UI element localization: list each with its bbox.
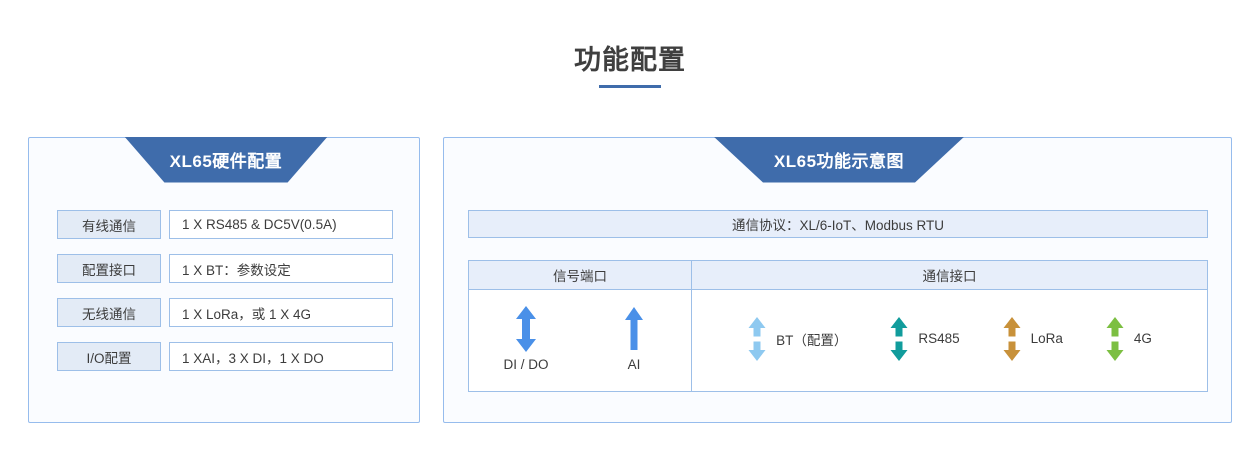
signal-port-label-ai: AI	[627, 357, 641, 372]
column-header-comm-ports: 通信接口	[922, 269, 977, 284]
comm-port-rs485: RS485	[889, 316, 960, 361]
hardware-config-banner: XL65硬件配置	[124, 136, 328, 183]
table-row: 有线通信 1 X RS485 & DC5V(0.5A)	[57, 210, 393, 239]
signal-port-di-do: DI / DO	[495, 305, 557, 372]
row-value-io-config: 1 XAI，3 X DI，1 X DO	[169, 342, 393, 371]
table-row: I/O配置 1 XAI，3 X DI，1 X DO	[57, 342, 393, 371]
protocol-bar: 通信协议：XL/6-IoT、Modbus RTU	[468, 210, 1208, 238]
ports-table: 信号端口 通信接口 DI / DO	[468, 260, 1208, 392]
double-arrow-icon	[747, 316, 767, 361]
hardware-config-rows: 有线通信 1 X RS485 & DC5V(0.5A) 配置接口 1 X BT：…	[57, 210, 393, 371]
hardware-config-panel: XL65硬件配置 有线通信 1 X RS485 & DC5V(0.5A) 配置接…	[28, 136, 420, 423]
comm-port-label-rs485: RS485	[918, 331, 960, 346]
ports-table-body: DI / DO AI	[469, 290, 1207, 391]
row-value-config-interface: 1 X BT：参数设定	[169, 254, 393, 283]
comm-port-lora: LoRa	[1002, 316, 1063, 361]
comm-port-label-bt: BT（配置）	[776, 332, 848, 348]
double-arrow-icon	[1105, 316, 1125, 361]
protocol-text: 通信协议：XL/6-IoT、Modbus RTU	[731, 218, 945, 233]
comm-port-label-lora: LoRa	[1030, 331, 1063, 346]
comm-port-label-4g: 4G	[1133, 331, 1152, 346]
row-key-config-interface: 配置接口	[57, 254, 161, 283]
row-key-wireless-comm: 无线通信	[57, 298, 161, 327]
up-arrow-icon	[622, 305, 646, 353]
signal-port-ai: AI	[603, 305, 665, 372]
double-arrow-icon	[514, 305, 538, 353]
comm-ports-cell: BT（配置） RS485	[692, 290, 1207, 391]
comm-port-4g: 4G	[1105, 316, 1152, 361]
title-underline	[599, 84, 661, 88]
hardware-config-banner-title: XL65硬件配置	[169, 152, 283, 171]
signal-port-label-di-do: DI / DO	[503, 357, 549, 372]
signal-ports-cell: DI / DO AI	[469, 290, 692, 391]
row-key-io-config: I/O配置	[57, 342, 161, 371]
double-arrow-icon	[889, 316, 909, 361]
row-key-wired-comm: 有线通信	[57, 210, 161, 239]
double-arrow-icon	[1002, 316, 1022, 361]
table-row: 无线通信 1 X LoRa，或 1 X 4G	[57, 298, 393, 327]
column-header-signal-ports: 信号端口	[469, 261, 692, 289]
table-row: 配置接口 1 X BT：参数设定	[57, 254, 393, 283]
function-diagram-banner: XL65功能示意图	[713, 136, 965, 183]
function-diagram-panel: XL65功能示意图 通信协议：XL/6-IoT、Modbus RTU 信号端口 …	[443, 136, 1232, 423]
function-diagram-banner-title: XL65功能示意图	[773, 152, 905, 171]
page-title: 功能配置	[574, 45, 686, 75]
row-value-wired-comm: 1 X RS485 & DC5V(0.5A)	[169, 210, 393, 239]
page-header: 功能配置	[0, 45, 1260, 88]
ports-table-header: 信号端口 通信接口	[469, 261, 1207, 290]
row-value-wireless-comm: 1 X LoRa，或 1 X 4G	[169, 298, 393, 327]
comm-port-bt: BT（配置）	[747, 316, 848, 361]
